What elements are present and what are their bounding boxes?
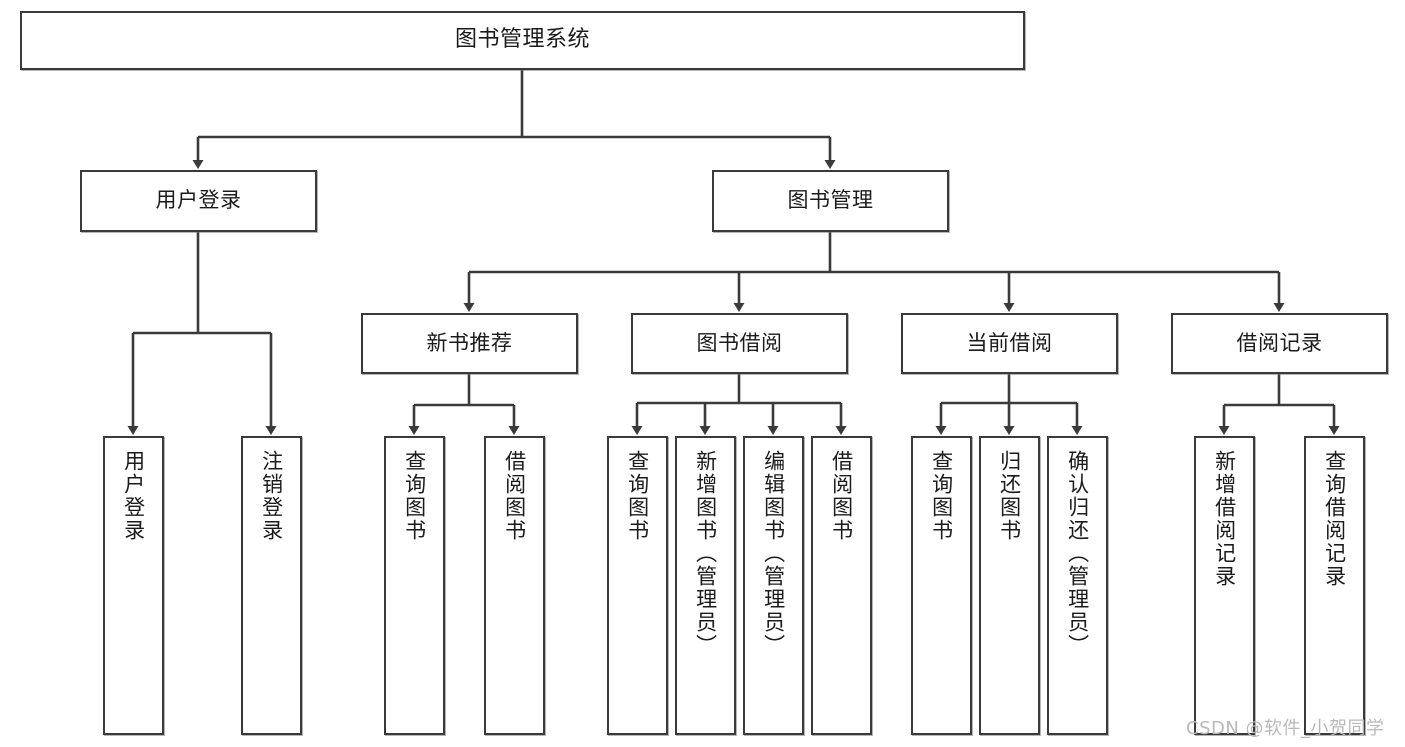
- node-leaf-user-login[interactable]: 用户登录: [103, 436, 164, 735]
- node-borrow-record[interactable]: 借阅记录: [1171, 313, 1388, 374]
- node-label: 图书管理系统: [454, 27, 590, 53]
- node-label: 新增图书（管理员）: [693, 450, 718, 657]
- node-leaf-edit-book[interactable]: 编辑图书（管理员）: [743, 436, 804, 735]
- node-leaf-confirm-return[interactable]: 确认归还（管理员）: [1047, 436, 1108, 735]
- node-label: 查询借阅记录: [1322, 450, 1347, 588]
- node-label: 用户登录: [155, 188, 242, 213]
- csdn-watermark: CSDN @软件_小贺同学: [1186, 718, 1385, 739]
- node-label: 借阅图书: [502, 450, 527, 542]
- node-leaf-query-borrow-record[interactable]: 查询借阅记录: [1304, 436, 1365, 735]
- node-leaf-borrow-book-2[interactable]: 借阅图书: [811, 436, 872, 735]
- node-label: 注销登录: [259, 450, 284, 542]
- node-label: 用户登录: [121, 450, 146, 542]
- node-label: 新书推荐: [426, 330, 513, 355]
- node-label: 借阅图书: [829, 450, 854, 542]
- node-leaf-query-book-2[interactable]: 查询图书: [607, 436, 668, 735]
- node-label: 图书借阅: [696, 330, 783, 355]
- node-leaf-query-book-1[interactable]: 查询图书: [384, 436, 445, 735]
- node-label: 查询图书: [402, 450, 427, 542]
- node-label: 查询图书: [929, 450, 954, 542]
- node-book-management[interactable]: 图书管理: [712, 170, 949, 232]
- node-label: 当前借阅: [966, 330, 1053, 355]
- node-book-borrow[interactable]: 图书借阅: [631, 313, 848, 374]
- node-current-borrow[interactable]: 当前借阅: [901, 313, 1118, 374]
- node-label: 图书管理: [787, 188, 874, 213]
- node-leaf-add-book[interactable]: 新增图书（管理员）: [675, 436, 736, 735]
- node-label: 新增借阅记录: [1212, 450, 1237, 588]
- node-leaf-logout-login[interactable]: 注销登录: [241, 436, 302, 735]
- node-label: 确认归还（管理员）: [1065, 450, 1090, 657]
- node-leaf-add-borrow-record[interactable]: 新增借阅记录: [1194, 436, 1255, 735]
- node-root-book-management-system[interactable]: 图书管理系统: [20, 11, 1025, 70]
- node-label: 编辑图书（管理员）: [761, 450, 786, 657]
- node-label: 归还图书: [997, 450, 1022, 542]
- node-new-book-recommend[interactable]: 新书推荐: [361, 313, 578, 374]
- node-label: 借阅记录: [1236, 330, 1323, 355]
- node-label: 查询图书: [625, 450, 650, 542]
- node-leaf-return-book[interactable]: 归还图书: [979, 436, 1040, 735]
- node-user-login[interactable]: 用户登录: [80, 170, 317, 232]
- node-leaf-borrow-book-1[interactable]: 借阅图书: [484, 436, 545, 735]
- node-leaf-query-book-3[interactable]: 查询图书: [911, 436, 972, 735]
